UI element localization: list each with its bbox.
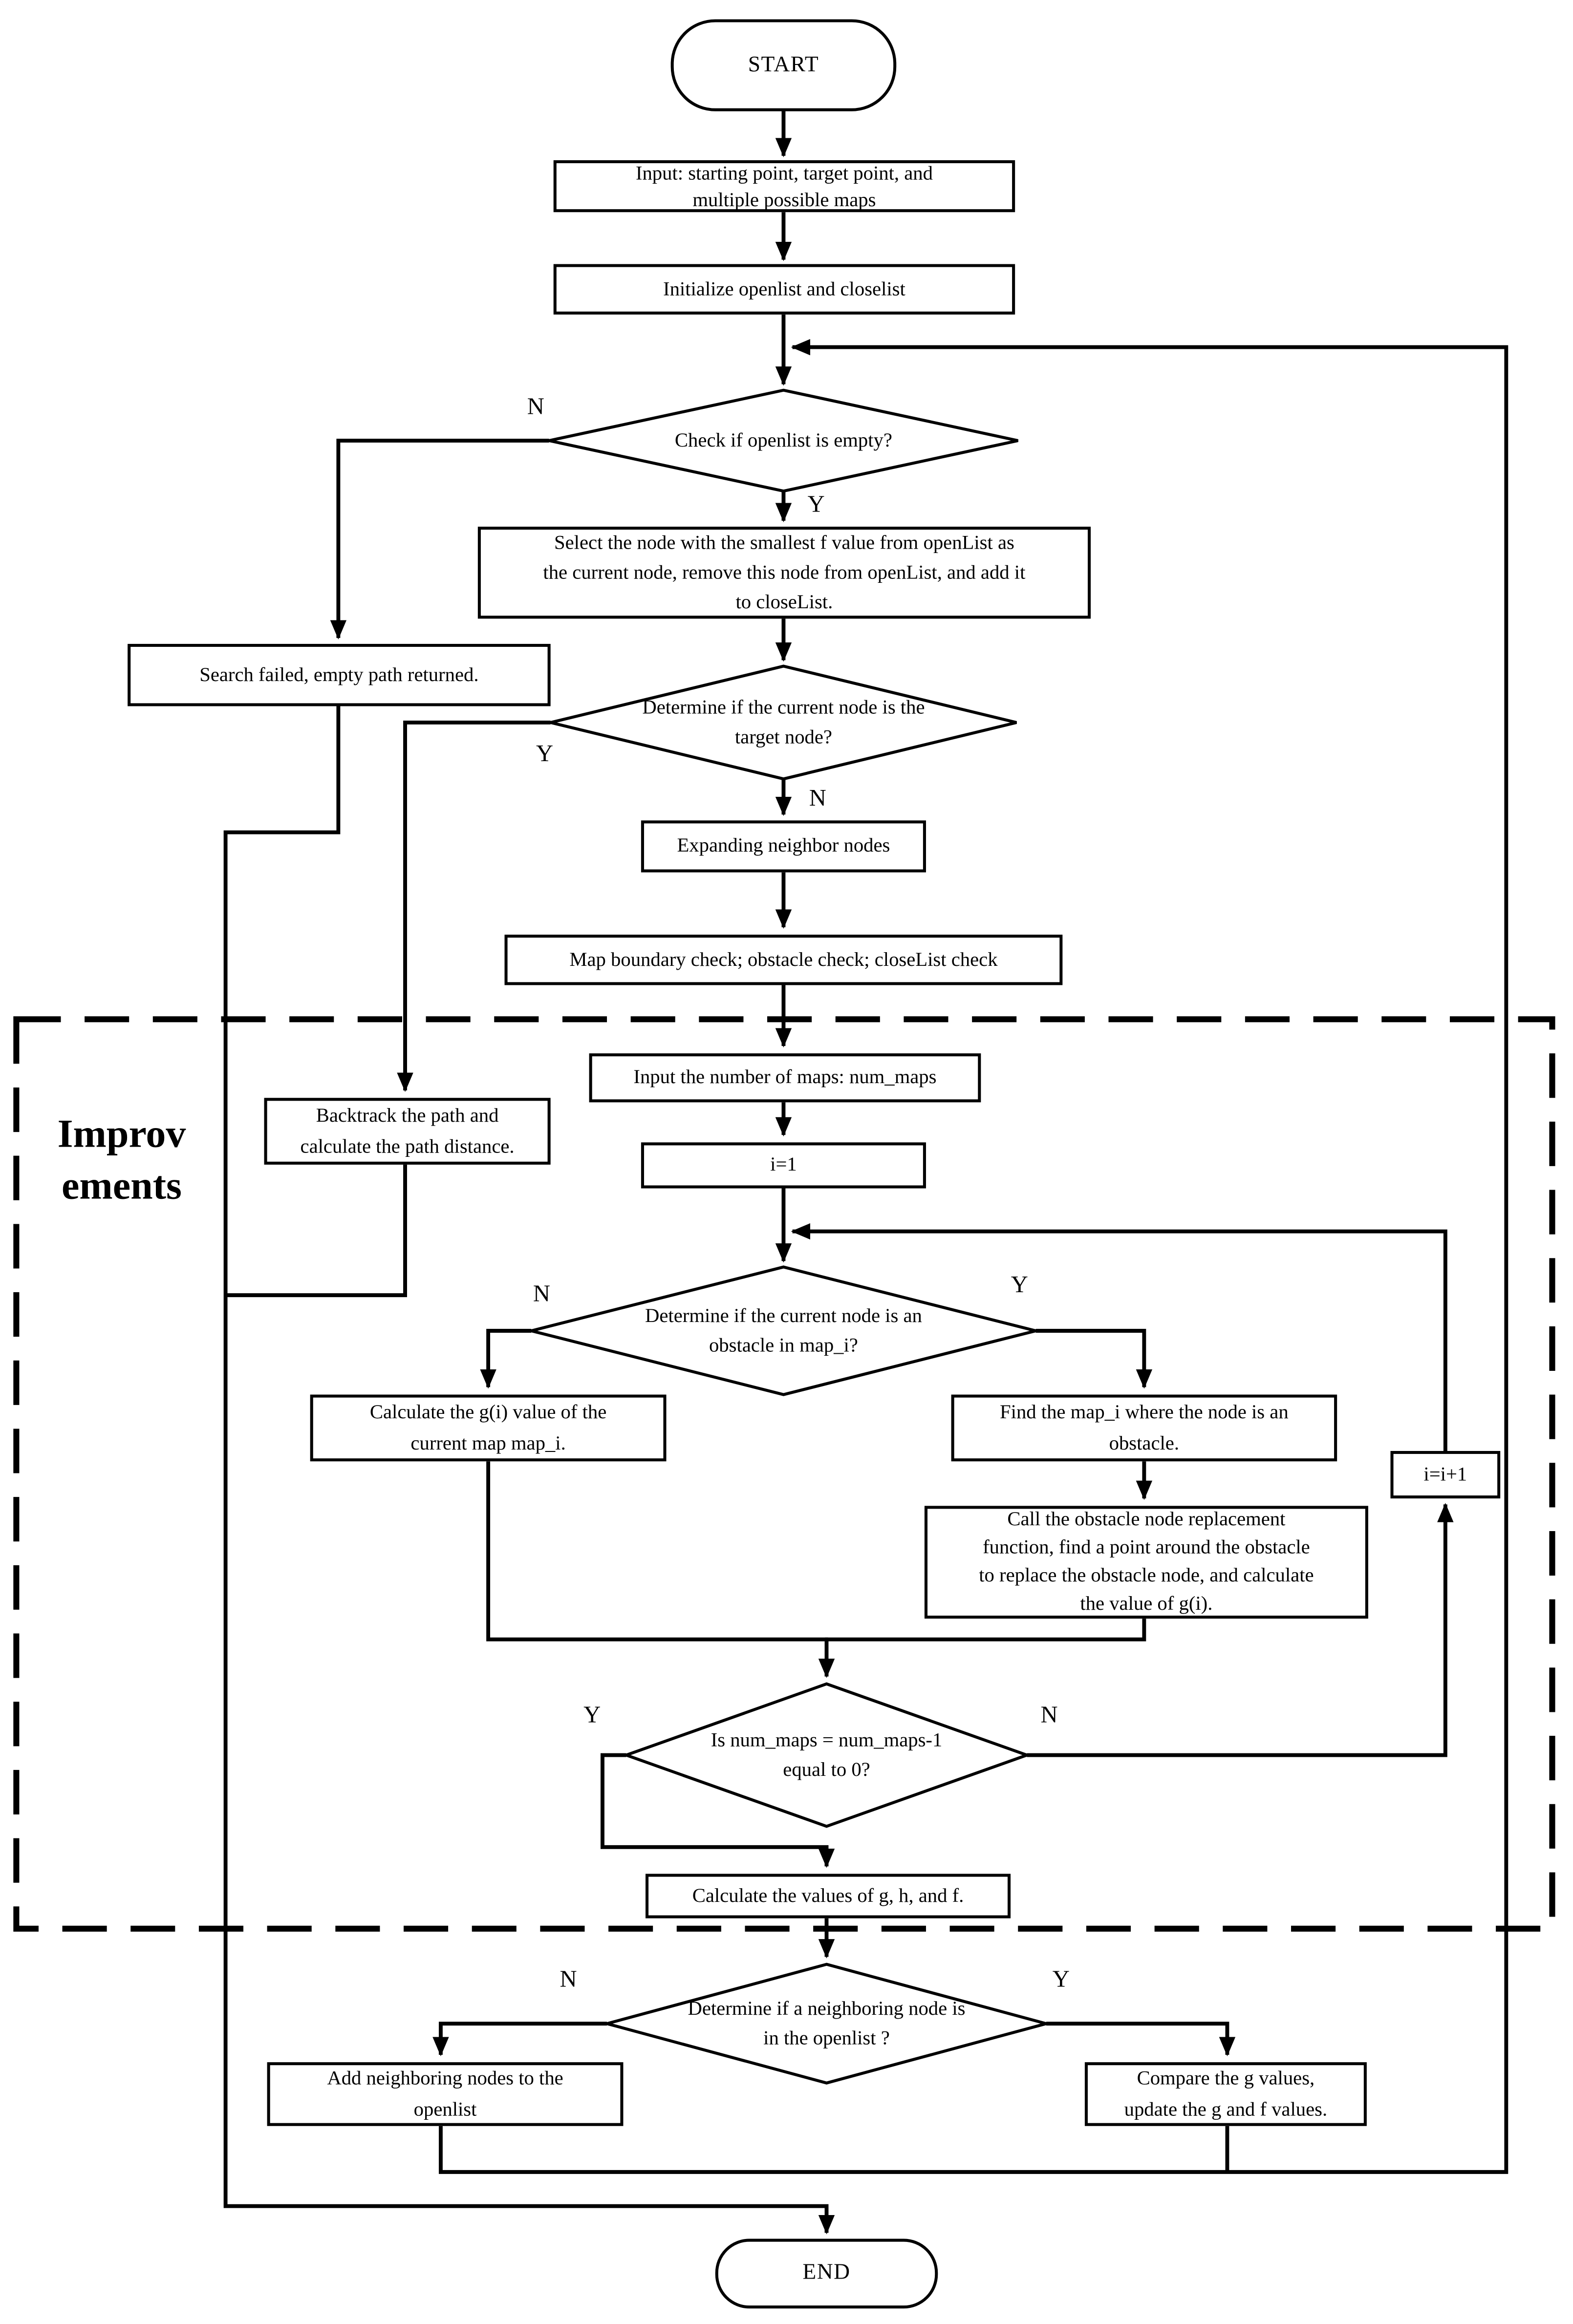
- edge-neighbor-no: [432, 2022, 607, 2057]
- branch-label-yes-num-maps: Y: [583, 1703, 601, 1728]
- decision-target-node-shape: [550, 664, 1017, 781]
- node-select-smallest-f: Select the node with the smallest f valu…: [477, 527, 1091, 619]
- edge-backtrack-merge: [224, 1164, 407, 1298]
- branch-label-yes-target-node: Y: [536, 742, 554, 768]
- node-find-map-i: Find the map_i where the node is an obst…: [951, 1394, 1337, 1462]
- node-initialize-lists: Initialize openlist and closelist: [553, 264, 1015, 315]
- end-terminator-shape: [715, 2239, 938, 2309]
- edge-obstacle-yes: [1035, 1329, 1153, 1389]
- start-terminator-shape: [670, 19, 897, 111]
- branch-label-yes-obstacle-map: Y: [1011, 1273, 1028, 1299]
- node-input-points: Input: starting point, target point, and…: [553, 160, 1015, 213]
- edge-fail-end: [223, 706, 835, 2235]
- end-terminator-label: END: [802, 2261, 851, 2285]
- node-calc-ghf: Calculate the values of g, h, and f.: [646, 1874, 1011, 1919]
- edge-call-merge: [825, 1619, 1146, 1642]
- branch-label-no-target-node: N: [809, 786, 826, 812]
- edge-iplus-loop: [791, 1223, 1447, 1451]
- edge-openlist-loop: [438, 339, 1508, 2174]
- start-terminator-label: START: [748, 52, 819, 77]
- edge-neighbor-yes: [1046, 2022, 1236, 2057]
- edge-obstacle-no: [480, 1329, 532, 1389]
- branch-label-no-neighbor-openlist: N: [560, 1967, 577, 1993]
- node-expand-neighbors: Expanding neighbor nodes: [641, 820, 926, 873]
- decision-num-maps-shape: [622, 1682, 1032, 1828]
- node-compare-g: Compare the g values, update the g and f…: [1084, 2062, 1367, 2126]
- decision-neighbor-openlist-shape: [601, 1962, 1052, 2085]
- node-boundary-check: Map boundary check; obstacle check; clos…: [504, 935, 1063, 985]
- node-i-increment: i=i+1: [1390, 1450, 1501, 1499]
- edge-target-yes: [397, 720, 551, 1092]
- edge-numzero-no: [1027, 1503, 1454, 1757]
- decision-openlist-empty-label: Check if openlist is empty?: [674, 428, 892, 451]
- branch-label-yes-openlist-empty: Y: [807, 492, 825, 518]
- branch-label-no-openlist-empty: N: [527, 394, 544, 420]
- edge-numzero-yes: [600, 1753, 835, 1868]
- decision-obstacle-map-label: Determine if the current node is an obst…: [645, 1304, 922, 1356]
- edge-check-no: [330, 438, 549, 640]
- decision-openlist-empty-shape: [548, 388, 1018, 493]
- edge-calcgi-merge: [486, 1461, 828, 1642]
- branch-label-no-obstacle-map: N: [533, 1281, 550, 1307]
- node-calc-gi: Calculate the g(i) value of the current …: [310, 1394, 667, 1462]
- decision-target-node-label: Determine if the current node is the tar…: [642, 695, 925, 748]
- improvements-region-label: Improv ements: [57, 1111, 186, 1208]
- node-search-failed: Search failed, empty path returned.: [128, 643, 551, 706]
- node-input-num-maps: Input the number of maps: num_maps: [589, 1053, 981, 1103]
- branch-label-no-num-maps: N: [1040, 1703, 1058, 1728]
- node-backtrack-path: Backtrack the path and calculate the pat…: [264, 1098, 551, 1165]
- branch-label-yes-neighbor-openlist: Y: [1052, 1967, 1070, 1993]
- node-add-neighbors: Add neighboring nodes to the openlist: [267, 2062, 624, 2126]
- decision-neighbor-openlist-label: Determine if a neighboring node is in th…: [688, 1997, 966, 2049]
- decision-num-maps-label: Is num_maps = num_maps-1 equal to 0?: [711, 1728, 943, 1781]
- node-call-replacement: Call the obstacle node replacement funct…: [924, 1506, 1368, 1619]
- decision-obstacle-map-shape: [531, 1265, 1036, 1396]
- node-i-init: i=1: [641, 1142, 926, 1189]
